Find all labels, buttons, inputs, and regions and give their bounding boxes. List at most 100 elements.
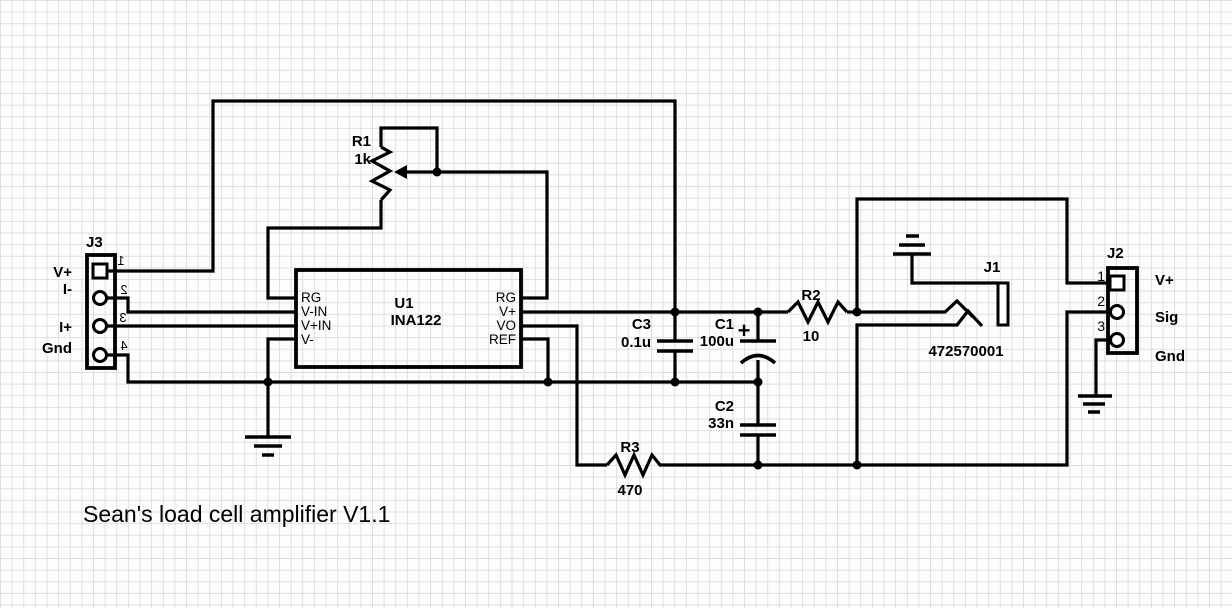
r1-ref-label: R1: [352, 133, 371, 150]
j3-pin4-number: 4: [120, 338, 127, 353]
junction-dots: [263, 167, 862, 470]
junction-dot: [432, 167, 442, 177]
j1-part-label: 472570001: [928, 343, 1003, 360]
wire-ground-rail[interactable]: [106, 353, 758, 384]
connector-j3[interactable]: J3 1 2 3 4 V+ I- I+ Gnd: [42, 234, 128, 370]
c1-value-label: 100u: [700, 333, 734, 350]
c2-ref-label: C2: [715, 398, 734, 415]
c2-plates: [740, 423, 776, 437]
r2-value-label: 10: [803, 328, 820, 345]
j2-pin2-number: 2: [1097, 293, 1105, 309]
r2-zigzag[interactable]: [786, 298, 849, 326]
junction-dot: [753, 460, 763, 470]
j1-ref-label: J1: [984, 259, 1001, 276]
j3-label-vplus: V+: [53, 264, 72, 281]
ground-j2-bars: [1078, 394, 1112, 414]
j3-pin1-number: 1: [117, 253, 124, 268]
wire-wiper-to-rg-right[interactable]: [437, 170, 549, 300]
r3-zigzag[interactable]: [605, 451, 662, 479]
j3-label-gnd: Gnd: [42, 340, 72, 357]
ground-symbol-j2[interactable]: [1078, 394, 1112, 414]
j3-pin1-pad[interactable]: [91, 262, 109, 280]
j3-pin2-number: 2: [120, 282, 127, 297]
j3-ref-label: J3: [86, 234, 103, 251]
j2-body[interactable]: [1106, 266, 1139, 355]
audio-jack-j1[interactable]: J1 472570001: [910, 254, 1010, 360]
j1-sleeve-wire[interactable]: [910, 254, 998, 285]
u1-pin-ref: REF: [489, 332, 516, 347]
wire-ref[interactable]: [521, 337, 550, 382]
j3-pin2-pad[interactable]: [92, 290, 108, 306]
j2-pin3-pad[interactable]: [1109, 332, 1125, 348]
resistor-r2[interactable]: R2 10: [786, 287, 849, 345]
wire-r1-to-rg[interactable]: [266, 200, 383, 300]
ground-main-bars: [245, 435, 291, 457]
r2-ref-label: R2: [801, 287, 820, 304]
r1-zigzag[interactable]: [368, 145, 394, 202]
resistor-r3[interactable]: R3 470: [605, 439, 662, 499]
potentiometer-r1[interactable]: R1 1k: [352, 133, 407, 202]
u1-pin-rg-right: RG: [496, 290, 516, 305]
j3-label-iminus: I-: [63, 281, 72, 298]
wire-signal-rail[interactable]: [659, 310, 1110, 467]
c1-ref-label: C1: [715, 316, 734, 333]
u1-pin-vo: VO: [496, 318, 516, 333]
c3-plates: [657, 339, 693, 353]
j1-plug-bar[interactable]: [996, 281, 1010, 327]
j2-pin3-number: 3: [1097, 318, 1105, 334]
j3-body[interactable]: [85, 253, 117, 370]
u1-part-label: INA122: [391, 312, 442, 329]
wire-vo-to-r3[interactable]: [521, 324, 607, 467]
wires[interactable]: [106, 99, 1110, 467]
j3-pin4-pad[interactable]: [92, 347, 108, 363]
j2-ref-label: J2: [1107, 245, 1124, 262]
j2-label-sig: Sig: [1155, 309, 1178, 326]
wire-vminus[interactable]: [266, 337, 296, 382]
j3-label-iplus: I+: [59, 319, 72, 336]
wire-r1-top[interactable]: [379, 126, 439, 172]
j2-pin1-number: 1: [1097, 268, 1105, 284]
ic-u1[interactable]: U1 INA122 RG V-IN V+IN V- RG V+ VO REF: [294, 268, 523, 369]
junction-dot: [753, 377, 763, 387]
c2-value-label: 33n: [708, 415, 734, 432]
junction-dot: [753, 307, 763, 317]
j2-pin1-pad[interactable]: [1108, 274, 1126, 292]
capacitor-c3[interactable]: C3 0.1u: [621, 312, 693, 382]
r1-wiper-arrow: [394, 165, 407, 179]
connector-j2[interactable]: J2 1 2 3 V+ Sig Gnd: [1094, 245, 1185, 395]
junction-dot: [670, 377, 680, 387]
j3-pin3-pad[interactable]: [92, 318, 108, 334]
j2-label-vplus: V+: [1155, 272, 1174, 289]
u1-ref-label: U1: [394, 295, 413, 312]
r3-value-label: 470: [617, 482, 642, 499]
ground-symbol-jack-inverted[interactable]: [893, 234, 931, 256]
junction-dot: [852, 460, 862, 470]
schematic-title: Sean's load cell amplifier V1.1: [83, 501, 390, 527]
wire-jack-tip-contact[interactable]: [857, 298, 975, 319]
u1-pin-vin-minus: V-IN: [301, 304, 327, 319]
u1-body[interactable]: [294, 268, 523, 369]
j2-gnd-wire[interactable]: [1094, 338, 1110, 395]
capacitor-c2[interactable]: C2 33n: [708, 382, 776, 465]
junction-dot: [263, 377, 273, 387]
u1-pin-vin-plus: V+IN: [301, 318, 331, 333]
wire-vplus-top-rail[interactable]: [107, 99, 677, 312]
wire-vplus-to-j2[interactable]: [855, 197, 1110, 312]
c3-value-label: 0.1u: [621, 334, 651, 351]
junction-dot: [543, 377, 553, 387]
ground-jack-bars: [893, 234, 931, 256]
c1-plus-mark: +: [738, 318, 751, 343]
u1-pin-vplus: V+: [499, 304, 516, 319]
j3-pin3-number: 3: [119, 310, 126, 325]
capacitor-c1[interactable]: C1 100u +: [700, 312, 777, 382]
wire-iminus[interactable]: [106, 296, 296, 314]
j2-pin2-pad[interactable]: [1109, 304, 1125, 320]
ground-symbol-main[interactable]: [245, 382, 291, 457]
j2-label-gnd: Gnd: [1155, 348, 1185, 365]
c3-ref-label: C3: [632, 316, 651, 333]
junction-dot: [852, 307, 862, 317]
r3-ref-label: R3: [620, 439, 639, 456]
wire-jack-nc-contact[interactable]: [855, 308, 984, 465]
